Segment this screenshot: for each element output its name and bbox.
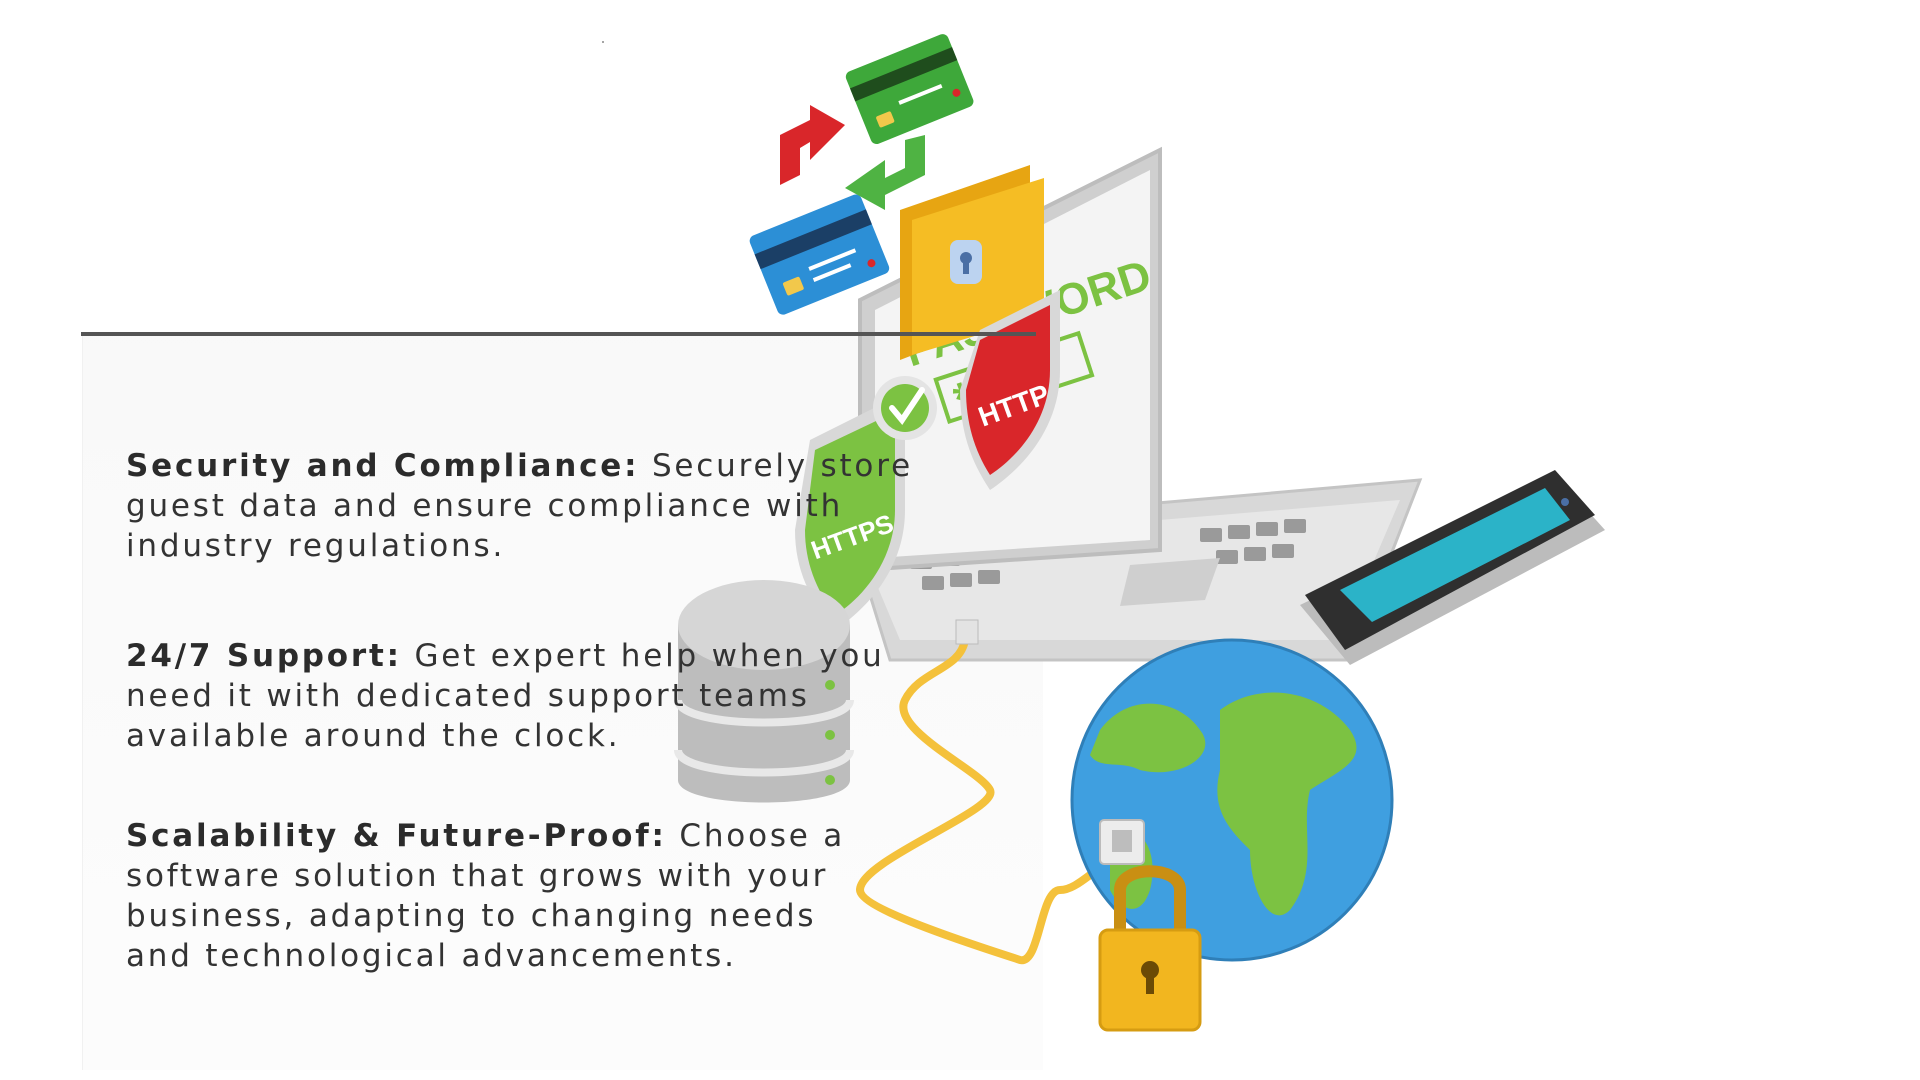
divider-line (81, 332, 1036, 336)
speck-dot (602, 41, 604, 43)
feature-description-line: software solution that grows with your (126, 858, 829, 894)
feature-description-line: industry regulations. (126, 528, 506, 564)
red-arrow-icon (780, 105, 845, 185)
locked-folder-icon (900, 165, 1044, 360)
feature-support: 24/7 Support: Get expert help when you n… (126, 636, 946, 756)
green-credit-card (845, 34, 974, 145)
feature-title: 24/7 Support: (126, 638, 402, 674)
feature-description-line: available around the clock. (126, 718, 621, 754)
green-arrow-icon (845, 135, 925, 210)
feature-description-line: guest data and ensure compliance with (126, 488, 844, 524)
feature-scalability: Scalability & Future-Proof: Choose a sof… (126, 816, 946, 976)
feature-description-line: and technological advancements. (126, 938, 737, 974)
blue-credit-card (749, 194, 890, 315)
feature-description-line: Get expert help when you (414, 638, 885, 674)
http-shield-icon: HTTP (960, 290, 1060, 490)
security-illustration: PASSWORD **** (674, 34, 1605, 1032)
feature-description-line: Securely store (651, 448, 913, 484)
feature-security: Security and Compliance: Securely store … (126, 446, 946, 566)
feature-title: Scalability & Future-Proof: (126, 818, 667, 854)
padlock-icon (1098, 865, 1202, 1032)
feature-title: Security and Compliance: (126, 448, 640, 484)
smartphone-icon (1300, 470, 1605, 665)
network-cable (855, 619, 1121, 964)
database-server-icon (674, 580, 854, 803)
https-shield-icon: HTTPS (795, 376, 937, 630)
globe-icon (1070, 638, 1394, 962)
feature-description-line: business, adapting to changing needs (126, 898, 817, 934)
feature-description-line: Choose a (679, 818, 846, 854)
feature-description-line: need it with dedicated support teams (126, 678, 810, 714)
